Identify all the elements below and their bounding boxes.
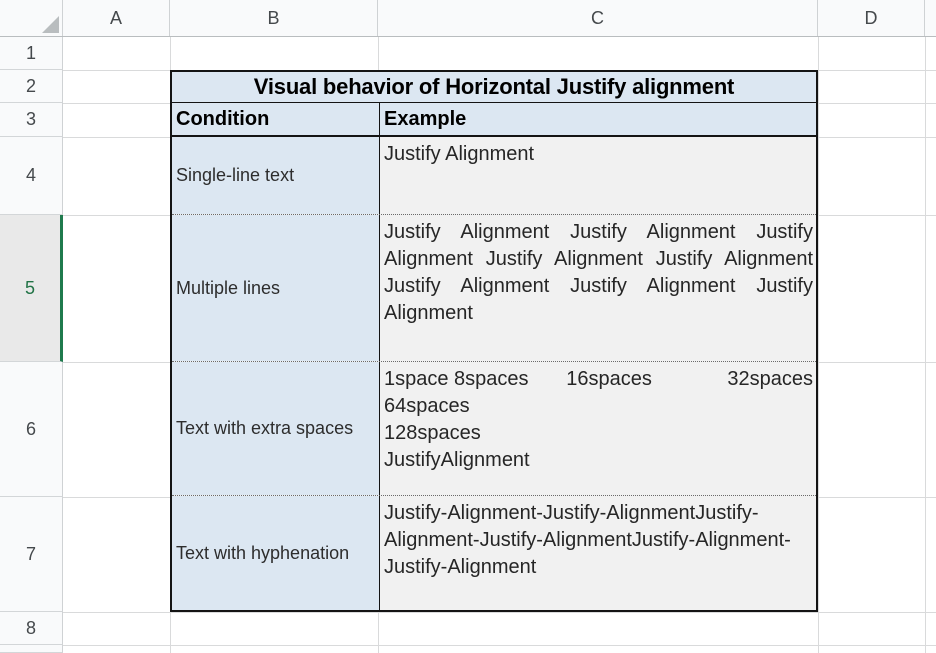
gridline-vertical-cd [818,37,819,653]
row-header-6[interactable]: 6 [0,362,63,497]
cell-example-extra-spaces[interactable]: 1space 8spaces 16spaces 32spaces 64space… [380,362,816,495]
row-header-1[interactable]: 1 [0,37,63,70]
segment-32spaces: 32spaces [727,368,813,390]
column-header-b[interactable]: B [170,0,378,36]
table-row-extra-spaces: Text with extra spaces 1space 8spaces 16… [172,362,816,496]
cell-condition-extra-spaces[interactable]: Text with extra spaces [172,362,380,495]
table-title: Visual behavior of Horizontal Justify al… [253,74,735,99]
column-header-a[interactable]: A [63,0,170,36]
row-header-3[interactable]: 3 [0,103,63,137]
extra-spaces-line-3: 128spaces [384,422,481,444]
table-title-cell[interactable]: Visual behavior of Horizontal Justify al… [172,72,816,103]
column-header-c[interactable]: C [378,0,818,36]
row-header-5-selected[interactable]: 5 [0,215,63,362]
cell-condition-multiple-lines[interactable]: Multiple lines [172,215,380,361]
row-header-7[interactable]: 7 [0,497,63,612]
cell-example-single-line[interactable]: Justify Alignment [380,137,816,214]
row-header-4[interactable]: 4 [0,137,63,215]
segment-16spaces: 16spaces [566,368,652,390]
select-all-triangle-icon [42,16,59,33]
cell-condition-single-line[interactable]: Single-line text [172,137,380,214]
column-header-d[interactable]: D [818,0,925,36]
column-header-bar: A B C D [0,0,936,37]
gridline-vertical-de [925,37,926,653]
extra-spaces-line-4: JustifyAlignment [384,449,530,471]
row-header-8[interactable]: 8 [0,612,63,645]
cell-condition-header[interactable]: Condition [172,103,380,135]
extra-spaces-line-1: 1space 8spaces 16spaces 32spaces [384,366,813,393]
row-header-2[interactable]: 2 [0,70,63,103]
gridline-row-7 [63,612,936,613]
cell-condition-hyphenation[interactable]: Text with hyphenation [172,496,380,610]
justify-behavior-table: Visual behavior of Horizontal Justify al… [170,70,818,612]
table-row-hyphenation: Text with hyphenation Justify-Alignment-… [172,496,816,610]
cell-example-header[interactable]: Example [380,103,816,135]
cell-example-hyphenation[interactable]: Justify-Alignment-Justify-AlignmentJusti… [380,496,816,610]
extra-spaces-line-2: 64spaces [384,395,470,417]
cell-example-multiple-lines[interactable]: Justify Alignment Justify Alignment Just… [380,215,816,361]
table-header-row: Condition Example [172,103,816,137]
column-header-partial[interactable] [925,0,936,36]
table-row-single-line: Single-line text Justify Alignment [172,137,816,215]
table-row-multiple-lines: Multiple lines Justify Alignment Justify… [172,215,816,362]
segment-1space-8spaces: 1space 8spaces [384,368,529,390]
row-header-9-partial[interactable] [0,645,63,653]
select-all-corner[interactable] [0,0,63,36]
row-header-column: 1 2 3 4 5 6 7 8 [0,37,63,653]
gridline-row-8 [63,645,936,646]
